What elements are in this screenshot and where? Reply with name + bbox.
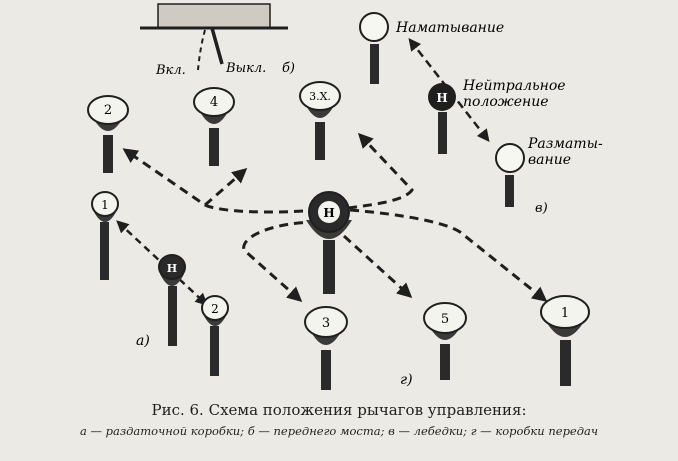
gear-knob-3-label: 3 bbox=[322, 316, 330, 331]
front-axle-switch: Вкл. Выкл. б) bbox=[140, 3, 295, 78]
gear-knob-3x: 3.Х. bbox=[299, 81, 341, 160]
transfer-knob-1-cap bbox=[91, 191, 119, 217]
winch-wind-label: Наматывание bbox=[395, 20, 504, 36]
gear-knob-4: 4 bbox=[193, 87, 235, 166]
switch-off-lever bbox=[210, 27, 224, 65]
transfer-knob-2-cap bbox=[201, 295, 229, 321]
gear-knob-3x-cap bbox=[299, 81, 341, 111]
panel-a-label: а) bbox=[136, 333, 150, 349]
gear-knob-2: 2 bbox=[87, 95, 129, 173]
winch-travel-arrow bbox=[408, 38, 490, 142]
shift-path-2 bbox=[122, 148, 319, 214]
gear-knob-2-cap bbox=[87, 95, 129, 125]
shift-path-5 bbox=[342, 234, 413, 299]
transfer-knob-neutral: Н bbox=[158, 254, 186, 346]
winch-wind-ball bbox=[359, 12, 389, 42]
gear-knob-1-cap bbox=[540, 295, 590, 329]
winch-neutral-knob: Н bbox=[428, 83, 456, 154]
panel-v-label: в) bbox=[535, 201, 548, 216]
winch-neutral-label-2: положение bbox=[463, 94, 549, 110]
winch-neutral-mark: Н bbox=[436, 91, 447, 105]
winch-neutral-label-1: Нейтральное bbox=[462, 78, 566, 94]
gear-lever-neutral: Н bbox=[306, 191, 352, 294]
transfer-knob-1: 1 bbox=[91, 191, 119, 280]
gear-knob-5-cap bbox=[423, 302, 467, 334]
figure-caption-legend: а — раздаточной коробки; б — переднего м… bbox=[79, 424, 599, 438]
gear-knob-3x-label: 3.Х. bbox=[309, 90, 331, 103]
transfer-knob-2: 2 bbox=[201, 295, 229, 376]
switch-off-label: Выкл. bbox=[225, 61, 266, 76]
mounting-plate bbox=[157, 3, 271, 29]
panel-g-label: г) bbox=[400, 372, 413, 388]
transfer-knob-neutral-cap bbox=[158, 254, 186, 280]
gear-knob-3: 3 bbox=[304, 306, 348, 390]
winch-wind-knob bbox=[359, 12, 389, 84]
switch-on-label: Вкл. bbox=[155, 63, 186, 78]
transfer-knob-1-label: 1 bbox=[101, 198, 109, 212]
winch-lever-group: Наматывание Н Нейтральное положение Разм… bbox=[359, 12, 603, 216]
gear-knob-5: 5 bbox=[423, 302, 467, 380]
winch-unwind-ball bbox=[495, 143, 525, 173]
winch-neutral-ball bbox=[428, 83, 456, 111]
transfer-knob-2-label: 2 bbox=[211, 302, 219, 316]
switch-on-position bbox=[197, 29, 206, 71]
transfer-knob-neutral-mark: Н bbox=[167, 262, 177, 275]
gear-knob-2-label: 2 bbox=[104, 103, 112, 118]
gear-knob-4-cap bbox=[193, 87, 235, 117]
shift-path-4 bbox=[204, 168, 248, 207]
shift-path-3 bbox=[242, 220, 319, 302]
gear-lever-neutral-mark: Н bbox=[323, 206, 334, 220]
shift-path-1 bbox=[349, 208, 548, 302]
figure-caption-title: Рис. 6. Схема положения рычагов управлен… bbox=[151, 401, 527, 419]
gear-knob-4-label: 4 bbox=[210, 95, 218, 110]
winch-neutral-shaft bbox=[438, 112, 447, 154]
transfer-case-levers: 1 Н 2 bbox=[91, 191, 229, 376]
winch-wind-shaft bbox=[370, 44, 379, 84]
winch-unwind-label-2: вание bbox=[528, 152, 571, 168]
shift-path-3x bbox=[347, 132, 414, 210]
gear-knob-1-label: 1 bbox=[561, 306, 569, 321]
gear-knob-1: 1 bbox=[540, 295, 590, 386]
winch-unwind-shaft bbox=[505, 175, 514, 207]
gear-knob-3-cap bbox=[304, 306, 348, 338]
gearbox-shift-paths bbox=[122, 132, 548, 302]
winch-unwind-label-1: Разматы- bbox=[527, 136, 603, 152]
winch-unwind-knob bbox=[495, 143, 525, 207]
gear-knob-5-label: 5 bbox=[441, 312, 449, 327]
panel-b-label: б) bbox=[282, 61, 295, 76]
